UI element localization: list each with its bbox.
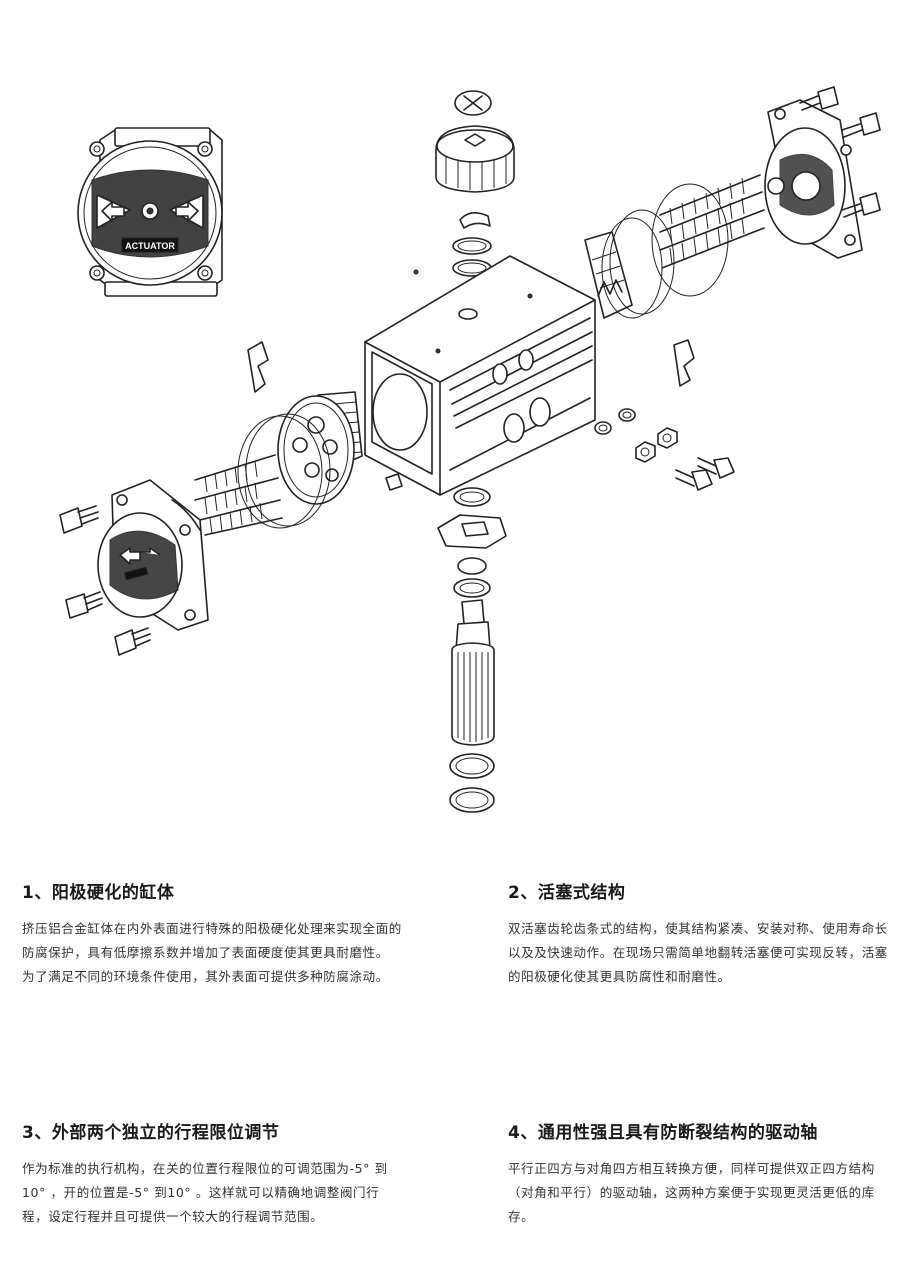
feature-drive-shaft: 4、通用性强且具有防断裂结构的驱动轴 平行正四方与对角四方相互转换方便，同样可提… bbox=[508, 1118, 898, 1229]
feature-piston-structure: 2、活塞式结构 双活塞齿轮齿条式的结构，使其结构紧凑、安装对称、使用寿命长以及及… bbox=[508, 878, 898, 989]
end-cap-top-view: ACTUATOR bbox=[77, 127, 223, 297]
feature-paragraph: 挤压铝合金缸体在内外表面进行特殊的阳极硬化处理来实现全面的防腐保护，具有低摩擦系… bbox=[22, 921, 402, 960]
feature-anodized-cylinder: 1、阳极硬化的缸体 挤压铝合金缸体在内外表面进行特殊的阳极硬化处理来实现全面的防… bbox=[22, 878, 402, 989]
actuator-badge-text: ACTUATOR bbox=[125, 241, 175, 251]
travel-stop-pieces bbox=[247, 339, 695, 491]
right-end-cap bbox=[764, 99, 863, 259]
left-end-cap bbox=[97, 479, 209, 631]
exploded-actuator-diagram: ACTUATOR bbox=[59, 86, 881, 813]
position-indicator-parts bbox=[435, 90, 515, 277]
right-piston-assembly bbox=[584, 174, 765, 319]
feature-paragraph: 双活塞齿轮齿条式的结构，使其结构紧凑、安装对称、使用寿命长以及及快速动作。在现场… bbox=[508, 921, 888, 984]
right-end-cap-bolts bbox=[799, 86, 881, 218]
feature-travel-stop-adjustment: 3、外部两个独立的行程限位调节 作为标准的执行机构，在关的位置行程限位的可调范围… bbox=[22, 1118, 402, 1229]
feature-title: 4、通用性强且具有防断裂结构的驱动轴 bbox=[508, 1123, 818, 1143]
feature-paragraph: 为了满足不同的环境条件使用，其外表面可提供多种防腐涂动。 bbox=[22, 969, 389, 984]
drive-shaft-stack bbox=[437, 487, 507, 813]
feature-title: 3、外部两个独立的行程限位调节 bbox=[22, 1123, 280, 1143]
actuator-body bbox=[364, 255, 596, 496]
feature-paragraph: 平行正四方与对角四方相互转换方便，同样可提供双正四方结构（对角和平行）的驱动轴，… bbox=[508, 1161, 875, 1224]
feature-title: 1、阳极硬化的缸体 bbox=[22, 883, 175, 903]
feature-title: 2、活塞式结构 bbox=[508, 883, 626, 903]
feature-paragraph: 作为标准的执行机构，在关的位置行程限位的可调范围为-5° 到10° ，开的位置是… bbox=[22, 1161, 388, 1224]
left-end-cap-bolts bbox=[59, 505, 151, 656]
stop-adjust-hardware bbox=[594, 408, 735, 491]
left-piston-assembly bbox=[194, 391, 363, 536]
